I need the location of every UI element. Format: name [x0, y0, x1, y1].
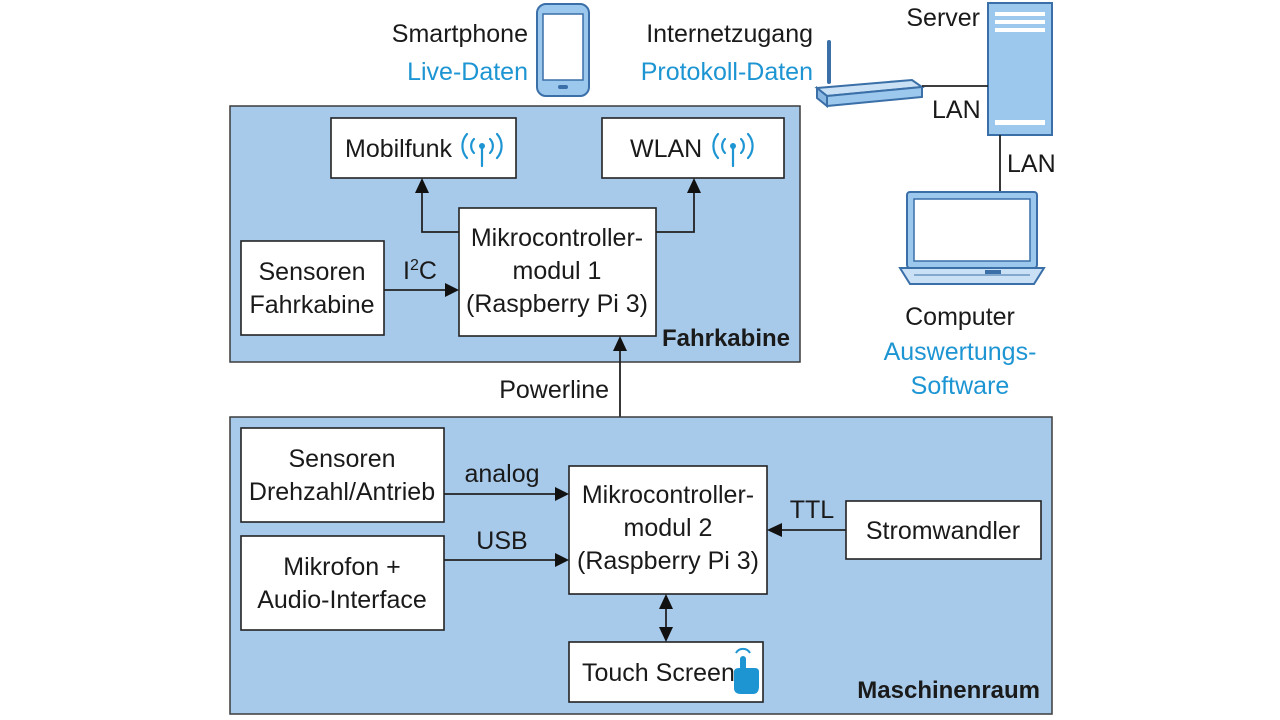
- link-mcu1-mobilfunk: [421, 192, 459, 233]
- server-icon: [987, 2, 1053, 136]
- sensors-engine-label-2: Drehzahl/Antrieb: [249, 478, 435, 506]
- ttl-label: TTL: [790, 496, 835, 524]
- arrowhead: [445, 283, 459, 297]
- laptop-icon: [898, 191, 1046, 285]
- internet-label: Internetzugang: [646, 20, 813, 48]
- maschinenraum-label: Maschinenraum: [857, 677, 1040, 704]
- arrowhead: [659, 594, 673, 609]
- computer-device: Computer Auswertungs- Software: [884, 191, 1046, 400]
- computer-sublabel-2: Software: [911, 372, 1010, 400]
- sensors-cabin-label-2: Fahrkabine: [249, 291, 374, 319]
- analog-label: analog: [464, 460, 539, 488]
- arrowhead: [687, 178, 701, 193]
- mcu-1-label-2: modul 1: [513, 257, 602, 285]
- internet-sublabel: Protokoll-Daten: [641, 58, 813, 86]
- mcu-2-label-1: Mikrocontroller-: [582, 481, 754, 509]
- signal-icon: [461, 132, 503, 168]
- smartphone-device: Smartphone Live-Daten: [392, 3, 590, 97]
- touch-hand-icon: [734, 647, 759, 694]
- arrowhead: [767, 523, 782, 537]
- mcu-2-label-3: (Raspberry Pi 3): [577, 547, 759, 575]
- i2c-label: I2C: [403, 257, 437, 285]
- arrowhead: [555, 487, 569, 501]
- usb-label: USB: [476, 527, 527, 555]
- smartphone-label: Smartphone: [392, 20, 528, 48]
- touch-screen-node: Touch Screen: [568, 641, 764, 703]
- mcu-2-node: Mikrocontroller- modul 2 (Raspberry Pi 3…: [568, 465, 768, 595]
- arrowhead: [613, 336, 627, 351]
- computer-sublabel-1: Auswertungs-: [884, 338, 1037, 366]
- microphone-node: Mikrofon + Audio-Interface: [240, 535, 445, 631]
- stromwandler-node: Stromwandler: [845, 500, 1042, 560]
- mobilfunk-node: Mobilfunk: [330, 117, 517, 179]
- wlan-node: WLAN: [601, 117, 785, 179]
- lan-label-router-server: LAN: [932, 96, 981, 124]
- computer-label: Computer: [905, 303, 1015, 331]
- link-mcu1-wlan: [656, 192, 695, 233]
- sensors-engine-node: Sensoren Drehzahl/Antrieb: [240, 427, 445, 523]
- arrowhead: [555, 553, 569, 567]
- sensors-cabin-label-1: Sensoren: [258, 258, 365, 286]
- stromwandler-label: Stromwandler: [866, 517, 1020, 545]
- smartphone-sublabel: Live-Daten: [407, 58, 528, 86]
- mcu-2-label-2: modul 2: [624, 514, 713, 542]
- mcu-1-label-1: Mikrocontroller-: [471, 224, 643, 252]
- microphone-label-2: Audio-Interface: [257, 586, 427, 614]
- touch-screen-label: Touch Screen: [582, 659, 735, 687]
- mobilfunk-label: Mobilfunk: [345, 135, 452, 163]
- signal-icon: [712, 132, 754, 168]
- powerline-label: Powerline: [499, 376, 609, 404]
- arrowhead: [415, 178, 429, 193]
- internet-access-device: Internetzugang Protokoll-Daten: [641, 20, 925, 109]
- sensors-engine-label-1: Sensoren: [288, 445, 395, 473]
- router-icon: [814, 40, 925, 109]
- lan-label-server-computer: LAN: [1007, 150, 1056, 178]
- fahrkabine-label: Fahrkabine: [662, 325, 790, 352]
- wlan-label: WLAN: [630, 135, 702, 163]
- server-device: Server: [906, 2, 1053, 136]
- mcu-1-label-3: (Raspberry Pi 3): [466, 290, 648, 318]
- mcu-1-node: Mikrocontroller- modul 1 (Raspberry Pi 3…: [458, 207, 657, 337]
- microphone-label-1: Mikrofon +: [283, 553, 400, 581]
- arrowhead: [659, 627, 673, 642]
- sensors-cabin-node: Sensoren Fahrkabine: [240, 240, 385, 336]
- smartphone-icon: [536, 3, 590, 97]
- server-label: Server: [906, 4, 980, 32]
